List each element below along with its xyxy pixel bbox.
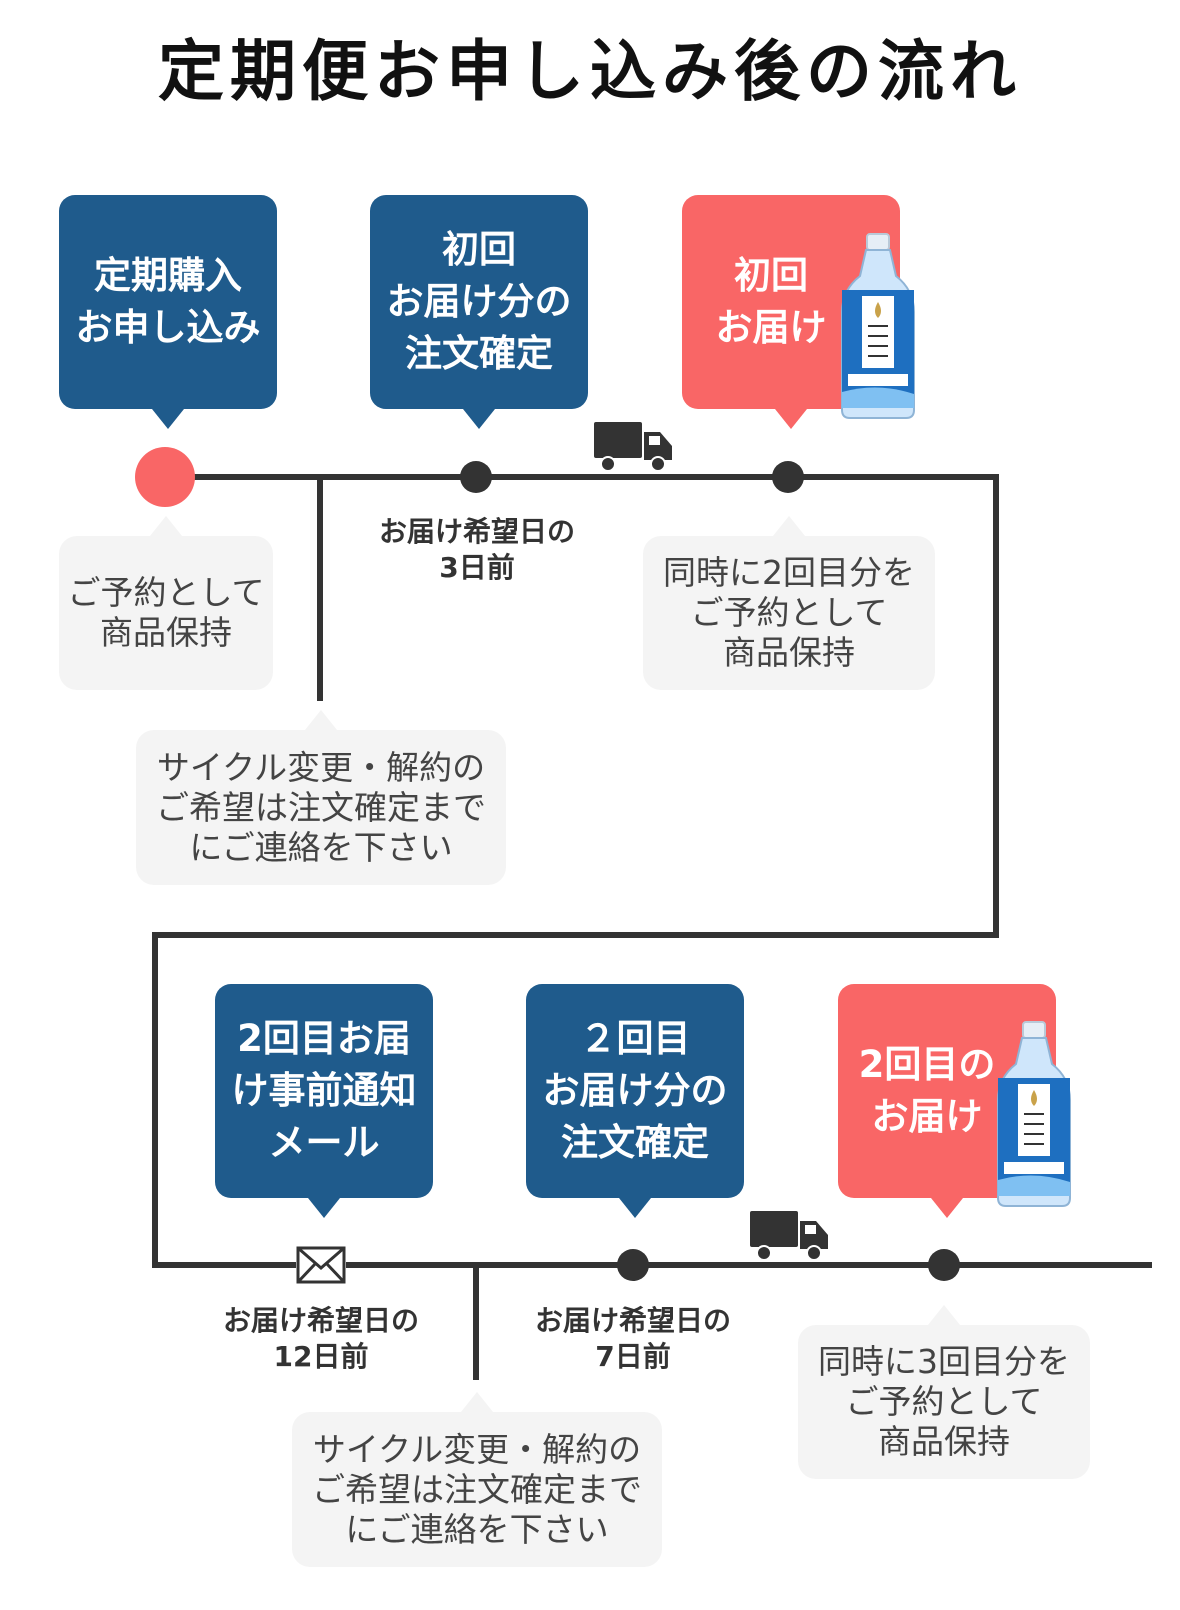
note-cycle-change: サイクル変更・解約の ご希望は注文確定まで にご連絡を下さい	[292, 1392, 662, 1567]
caption-mail: お届け希望日の 12日前	[222, 1304, 419, 1373]
note-reserve-second: 同時に2回目分を ご予約として 商品保持	[643, 516, 935, 690]
note-reserve-third: 同時に3回目分を ご予約として 商品保持	[798, 1305, 1090, 1479]
milestone-dot	[772, 461, 804, 493]
timeline-branch-1	[317, 474, 323, 701]
timeline-row-2	[152, 1262, 1152, 1268]
step-subscription-apply: 定期購入 お申し込み	[59, 195, 277, 429]
timeline-row-1	[165, 474, 999, 480]
water-bottle-icon	[997, 1021, 1071, 1207]
step-first-order-confirm: 初回 お届け分の 注文確定	[370, 195, 588, 429]
caption-second-confirm: お届け希望日の 7日前	[534, 1304, 731, 1373]
envelope-icon	[296, 1246, 346, 1284]
milestone-dot	[928, 1249, 960, 1281]
water-bottle-icon	[841, 233, 915, 419]
timeline-connector-row	[152, 932, 999, 938]
step-label: 初回 お届け分の 注文確定	[386, 228, 572, 375]
step-label: 2回目お届 け事前通知 メール	[231, 1017, 417, 1164]
caption-first-confirm: お届け希望日の 3日前	[378, 515, 575, 584]
step-label: 初回 お届け	[715, 254, 827, 349]
timeline-left-connector	[152, 932, 158, 1268]
step-label: ２回目 お届け分の 注文確定	[542, 1017, 728, 1164]
note-cycle-change: サイクル変更・解約の ご希望は注文確定まで にご連絡を下さい	[136, 710, 506, 885]
step-label: 定期購入 お申し込み	[75, 254, 261, 349]
truck-icon	[750, 1211, 828, 1261]
milestone-dot	[460, 461, 492, 493]
note-reserve: ご予約として 商品保持	[59, 516, 273, 690]
milestone-dot	[617, 1249, 649, 1281]
timeline-branch-2	[473, 1262, 479, 1380]
page-title: 定期便お申し込み後の流れ	[158, 33, 1022, 110]
step-second-notice-mail: 2回目お届 け事前通知 メール	[215, 984, 433, 1218]
timeline-right-connector	[993, 474, 999, 938]
truck-icon	[594, 422, 672, 472]
start-dot	[135, 447, 195, 507]
step-second-order-confirm: ２回目 お届け分の 注文確定	[526, 984, 744, 1218]
step-label: 2回目の お届け	[858, 1043, 996, 1138]
